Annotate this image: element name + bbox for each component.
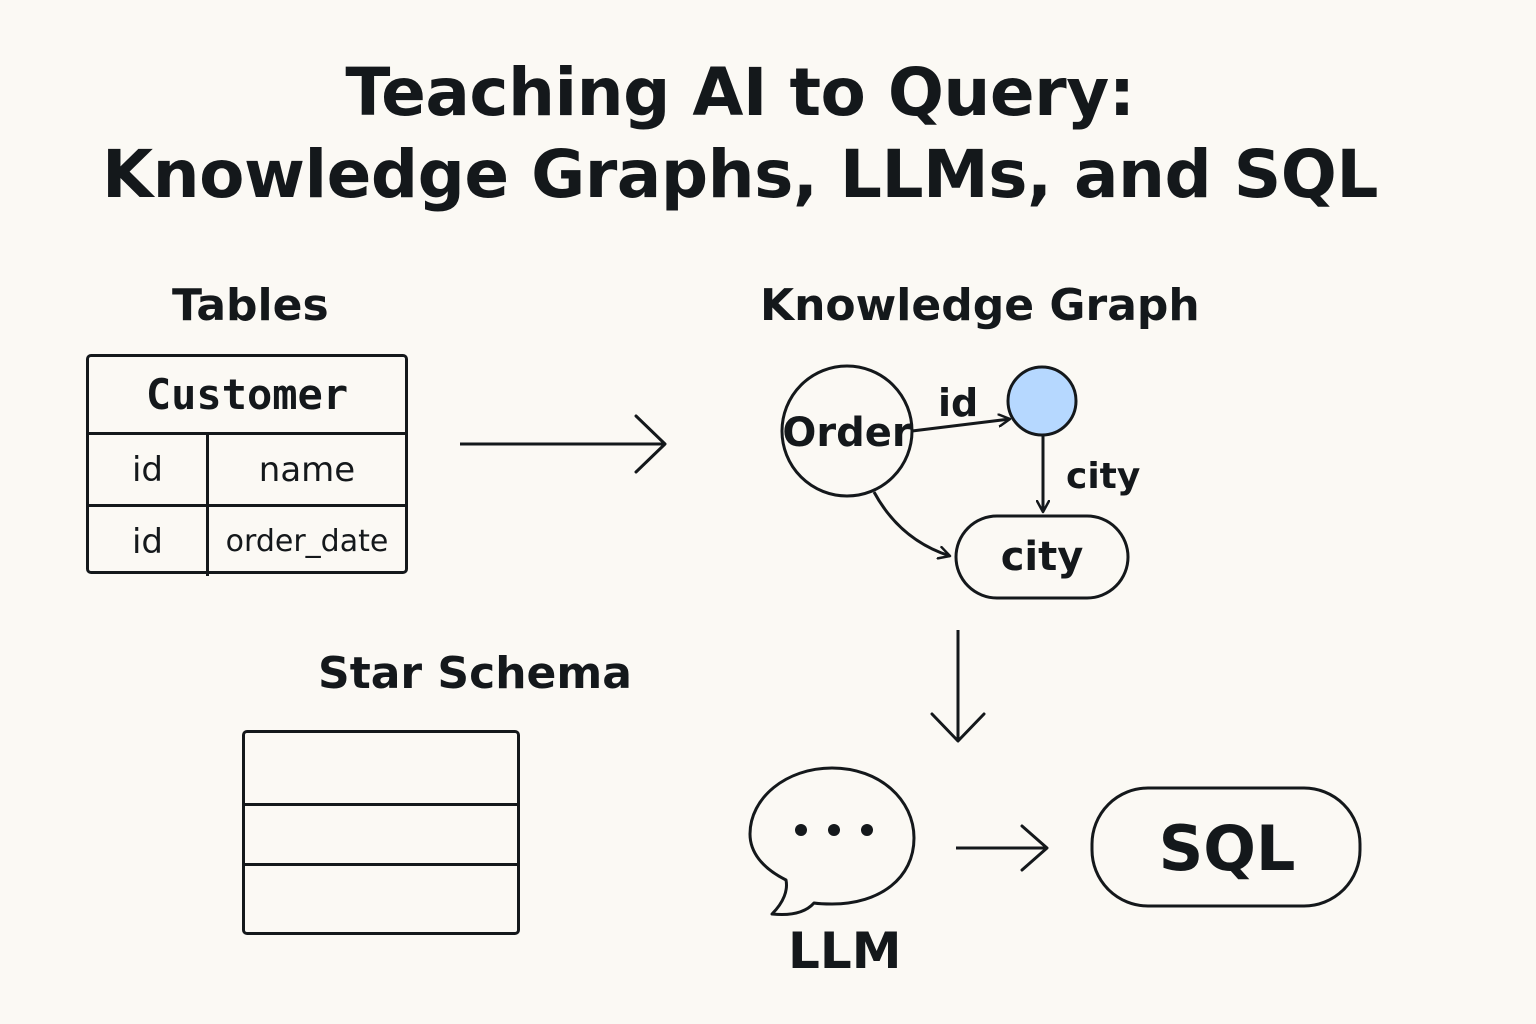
sql-label: SQL [1159,812,1296,885]
id-edge-label: id [938,381,978,425]
order-node-label: Order [782,410,911,456]
title-line-2: Knowledge Graphs, LLMs, and SQL [102,136,1378,213]
customer-table: Customer id name id order_date [86,354,408,576]
page-title: Teaching AI to Query: Knowledge Graphs, … [0,52,1480,216]
order-to-city-edge [872,491,950,556]
order-node: Order [780,364,914,498]
sql-box: SQL [1090,786,1362,908]
table-cell: id [89,435,209,504]
llm-to-sql-arrow [956,824,1049,872]
llm-label: LLM [788,922,902,980]
star-schema-divider [245,803,517,806]
tables-to-graph-arrow [460,414,667,474]
table-row: id name [89,435,405,504]
id-edge [911,419,1010,433]
title-line-1: Teaching AI to Query: [345,54,1135,131]
customer-table-header: Customer [89,357,405,435]
graph-to-llm-arrow [930,630,986,743]
city-edge-label: city [1066,456,1140,497]
chat-bubble-ellipsis-icon [748,766,916,916]
tables-heading: Tables [172,280,329,331]
star-schema-heading: Star Schema [318,648,632,699]
city-node-label: city [1001,534,1084,580]
city-node: city [954,514,1130,600]
table-cell: order_date [225,524,389,559]
knowledge-graph-heading: Knowledge Graph [760,280,1200,331]
table-cell: id [89,507,209,576]
id-node [1006,365,1078,437]
star-schema-divider [245,863,517,866]
table-row: id order_date [89,504,405,576]
table-cell: name [258,449,356,490]
star-schema-table [242,730,520,935]
